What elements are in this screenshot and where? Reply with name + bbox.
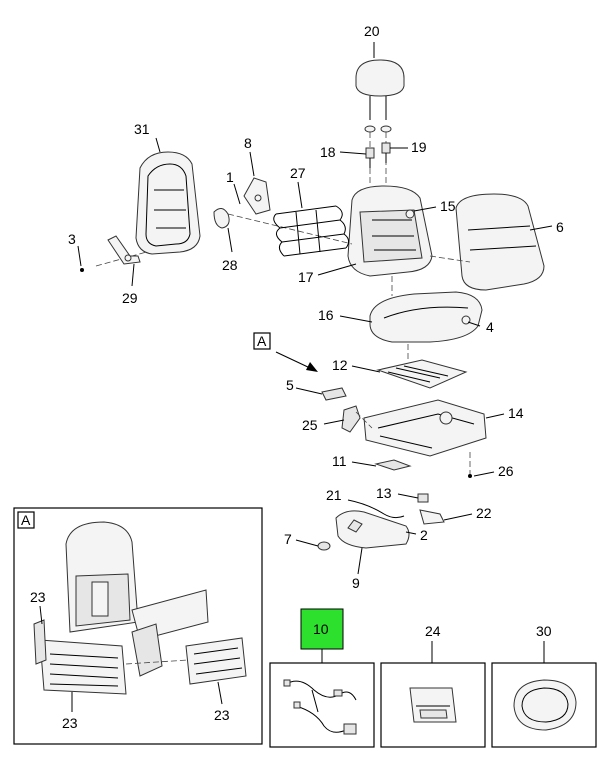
recliner-lever-part[interactable] [107,235,141,265]
screw-cover-part[interactable] [317,541,331,551]
inset-seat-rear-view [33,521,247,695]
spring-mat-part[interactable] [273,205,350,257]
callout-1: 1 [226,169,234,185]
callout-6: 6 [556,219,564,235]
callout-22: 22 [476,505,492,521]
spring-clip-part[interactable] [213,208,230,229]
callout-23-right: 23 [214,707,230,723]
callout-13: 13 [376,485,392,501]
callout-20: 20 [364,23,380,39]
view-a-label: A [257,333,267,349]
callout-18: 18 [320,144,336,160]
callout-16: 16 [318,307,334,323]
side-trim-part[interactable] [335,510,410,549]
callout-23-top: 23 [30,589,46,605]
callout-2: 2 [420,527,428,543]
callout-11: 11 [332,453,347,469]
callout-30: 30 [536,623,552,639]
view-a-tag [253,332,271,350]
seat-cushion-part[interactable] [369,291,483,343]
bracket-22-part[interactable] [419,509,445,525]
seatback-frame-part[interactable] [347,185,433,277]
callout-23-bottom: 23 [62,715,78,731]
callout-17: 17 [298,269,314,285]
callout-21: 21 [326,487,342,503]
harness-frame [269,662,375,748]
seatback-cover-part[interactable] [455,193,545,291]
callout-5: 5 [286,377,294,393]
callout-3: 3 [68,231,76,247]
callout-25: 25 [302,417,318,433]
callout-19: 19 [411,139,427,155]
inset-a-label: A [21,512,31,528]
callout-29: 29 [122,290,138,306]
callout-12: 12 [332,357,348,373]
lower-cover-part[interactable] [374,459,412,471]
callout-10: 10 [313,621,329,637]
switch-part[interactable] [321,387,347,401]
callout-26: 26 [498,463,514,479]
callout-4: 4 [486,319,494,335]
knob-part[interactable] [341,405,361,433]
callout-27: 27 [290,165,306,181]
seat-track-part[interactable] [376,344,468,389]
callout-28: 28 [222,257,238,273]
callout-14: 14 [508,405,524,421]
callout-8: 8 [244,135,252,151]
pad-part[interactable] [409,687,457,723]
callout-31: 31 [134,121,150,137]
round-cover-part[interactable] [513,679,577,731]
inset-a-tag [17,511,35,529]
headrest-part[interactable] [355,59,405,185]
callout-7: 7 [284,531,292,547]
bracket-part[interactable] [243,177,271,215]
callout-15: 15 [440,198,456,214]
seat-frame-part[interactable] [135,151,201,255]
adjuster-base-part[interactable] [355,399,487,457]
callout-9: 9 [352,575,360,591]
callout-24: 24 [425,623,441,639]
motor-part[interactable] [417,493,429,503]
wiring-harness-part[interactable] [283,679,357,735]
